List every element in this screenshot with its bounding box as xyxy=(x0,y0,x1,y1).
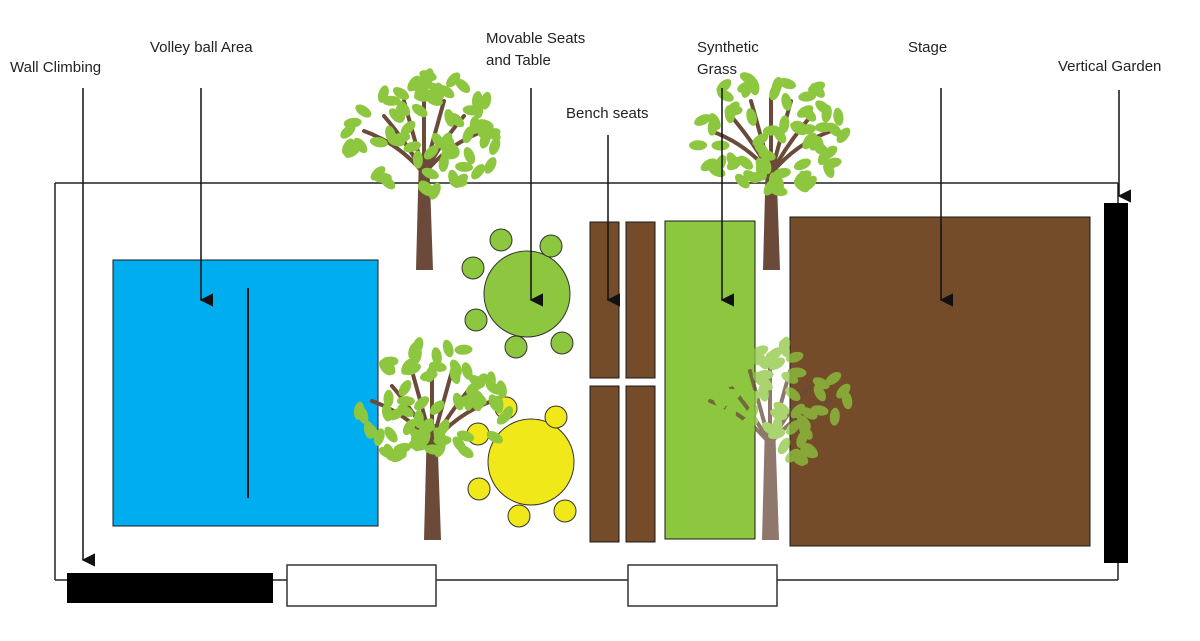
label-movable-seats-line1: Movable Seats xyxy=(486,30,585,47)
entrance-left xyxy=(286,564,437,607)
volleyball-area xyxy=(112,259,379,527)
bench-seats xyxy=(589,221,656,543)
label-wall-climbing: Wall Climbing xyxy=(10,59,101,76)
leader-arrows xyxy=(81,88,1132,567)
stage xyxy=(789,216,1091,547)
tree-bottom-left xyxy=(353,337,513,540)
tree-top-left xyxy=(340,68,501,270)
label-movable-seats-line2: and Table xyxy=(486,52,551,69)
label-bench-seats: Bench seats xyxy=(566,105,649,122)
label-synthetic-grass-line2: Grass xyxy=(697,61,737,78)
label-synthetic-grass-line1: Synthetic xyxy=(697,39,759,56)
entrance-right xyxy=(627,564,778,607)
tree-bottom-right xyxy=(708,336,853,540)
tree-top-right xyxy=(689,72,851,270)
movable-table-yellow xyxy=(466,396,577,528)
label-volleyball-area: Volley ball Area xyxy=(150,39,253,56)
wall-climbing-wall xyxy=(67,573,273,603)
labels: Wall Climbing Volley ball Area Movable S… xyxy=(10,30,1161,122)
vertical-garden-wall xyxy=(1104,203,1128,563)
label-stage: Stage xyxy=(908,39,947,56)
trees xyxy=(340,68,853,540)
label-vertical-garden: Vertical Garden xyxy=(1058,58,1161,75)
movable-table-green xyxy=(461,228,574,359)
